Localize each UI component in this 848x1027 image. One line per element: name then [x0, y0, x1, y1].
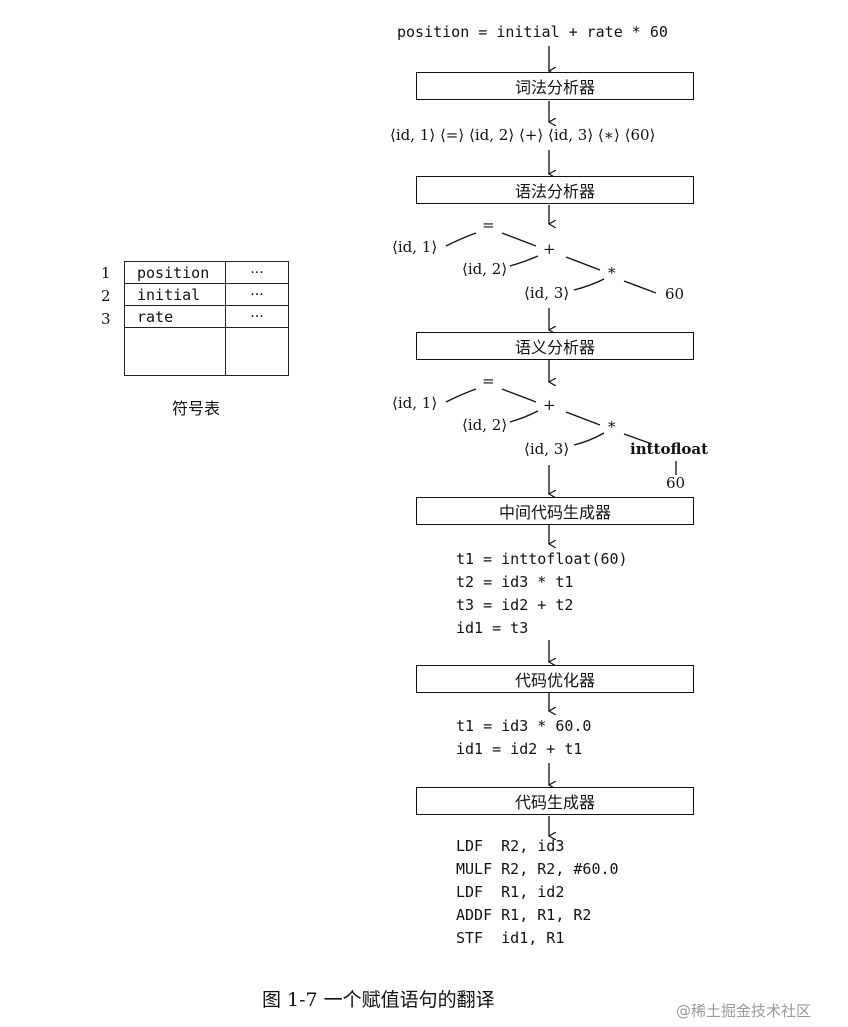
parser-box: 语法分析器 — [416, 176, 694, 204]
figure-caption: 图 1-7 一个赋值语句的翻译 — [262, 989, 495, 1011]
tree2-edge-times-id3 — [573, 432, 605, 446]
tree2-id2-node: ⟨id, 2⟩ — [462, 416, 508, 434]
symbol-table: position ··· initial ··· rate ··· — [124, 261, 289, 376]
tree2-id1-node: ⟨id, 1⟩ — [392, 394, 438, 412]
symbol-row-number: 2 — [101, 287, 111, 305]
optimized-code-line: id1 = id2 + t1 — [456, 740, 583, 758]
tree2-edge-times-conv — [623, 433, 653, 445]
symbol-table-empty-row — [124, 327, 289, 376]
tree2-edge-plus-id2 — [509, 410, 539, 423]
intermediate-code-line: t3 = id2 + t2 — [456, 596, 574, 614]
symbol-name-empty — [124, 327, 226, 376]
icg-box: 中间代码生成器 — [416, 497, 694, 525]
target-code-line: ADDF R1, R1, R2 — [456, 906, 592, 924]
tree1-edge-plus-id2 — [509, 255, 539, 267]
symbol-row-number: 3 — [101, 310, 111, 328]
tree2-edge-plus-times — [565, 411, 601, 426]
symbol-name: rate — [124, 305, 226, 328]
tree1-assign-node: = — [482, 216, 495, 234]
tree1-edge-plus-times — [565, 256, 601, 271]
tree1-times-node: * — [608, 264, 616, 282]
symbol-table-row: initial ··· — [124, 283, 289, 306]
tree1-id1-node: ⟨id, 1⟩ — [392, 238, 438, 256]
symbol-name: initial — [124, 283, 226, 306]
symbol-name: position — [124, 261, 226, 284]
tree1-plus-node: + — [543, 240, 556, 258]
tree1-edge-times-id3 — [573, 278, 605, 291]
watermark: @稀土掘金技术社区 — [676, 1002, 812, 1020]
token-stream: ⟨id, 1⟩ ⟨=⟩ ⟨id, 2⟩ ⟨+⟩ ⟨id, 3⟩ ⟨∗⟩ ⟨60⟩ — [390, 126, 656, 144]
symbol-attr: ··· — [225, 283, 289, 306]
symbol-row-number: 1 — [101, 264, 111, 282]
symbol-attr-empty — [225, 327, 289, 376]
tree2-times-node: * — [608, 418, 616, 436]
symbol-table-row: position ··· — [124, 261, 289, 284]
tree2-assign-node: = — [482, 372, 495, 390]
tree2-id3-node: ⟨id, 3⟩ — [524, 440, 570, 458]
symbol-table-label: 符号表 — [172, 399, 221, 418]
lexer-box: 词法分析器 — [416, 72, 694, 100]
tree1-num-node: 60 — [665, 285, 685, 303]
tree1-id3-node: ⟨id, 3⟩ — [524, 284, 570, 302]
tree2-edge-assign-plus — [501, 388, 537, 403]
tree2-conv-node: inttofloat — [630, 440, 709, 458]
tree2-edge-assign-id1 — [445, 388, 477, 403]
tree2-num-node: 60 — [666, 474, 686, 492]
tree2-plus-node: + — [543, 396, 556, 414]
symbol-attr: ··· — [225, 261, 289, 284]
symbol-attr: ··· — [225, 305, 289, 328]
symbol-table-row: rate ··· — [124, 305, 289, 328]
target-code-line: LDF R2, id3 — [456, 837, 565, 855]
target-code-line: MULF R2, R2, #60.0 — [456, 860, 619, 878]
intermediate-code-line: t1 = inttofloat(60) — [456, 550, 628, 568]
tree1-edge-assign-plus — [501, 232, 537, 247]
intermediate-code-line: t2 = id3 * t1 — [456, 573, 574, 591]
intermediate-code-line: id1 = t3 — [456, 619, 529, 637]
optimized-code-line: t1 = id3 * 60.0 — [456, 717, 592, 735]
optimizer-box: 代码优化器 — [416, 665, 694, 693]
tree1-edge-times-num — [623, 280, 657, 294]
source-statement: position = initial + rate * 60 — [397, 23, 668, 41]
semantic-box: 语义分析器 — [416, 332, 694, 360]
tree1-id2-node: ⟨id, 2⟩ — [462, 260, 508, 278]
tree1-edge-assign-id1 — [445, 232, 477, 247]
codegen-box: 代码生成器 — [416, 787, 694, 815]
target-code-line: STF id1, R1 — [456, 929, 565, 947]
target-code-line: LDF R1, id2 — [456, 883, 565, 901]
